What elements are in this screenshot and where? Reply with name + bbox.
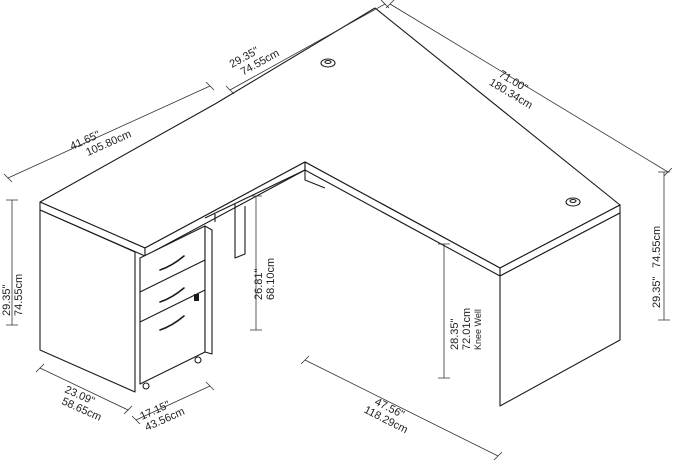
dim-line-end-depth [39, 367, 129, 411]
label-return-height-cm: 74.55cm [13, 274, 25, 316]
dimension-lines [3, 0, 673, 461]
l-desk-drawing [39, 7, 621, 407]
dim-line-pedestal-width [135, 385, 211, 421]
label-desk-height-cm: 74.55cm [651, 226, 663, 268]
drawer-pull-1 [159, 255, 185, 271]
lock-icon [194, 294, 199, 301]
label-pedestal-height-in: 26.81" [253, 268, 265, 300]
label-pedestal-height-cm: 68.10cm [265, 258, 277, 300]
return-end-panel [39, 209, 136, 393]
drawer-pull-3 [159, 315, 185, 331]
grommet-icon [569, 198, 577, 204]
drawer-divider-1 [139, 259, 206, 293]
dim-line-desk-width [389, 3, 669, 173]
modesty-panel-support [214, 170, 326, 222]
mobile-pedestal [139, 225, 213, 390]
label-knee-well-cm: 72.01cm [461, 308, 473, 350]
label-knee-well-in: 28.35" [449, 318, 461, 350]
grommet-icon [324, 59, 332, 65]
desk-end-panel [499, 212, 621, 407]
label-desk-height-in: 29.35" [651, 276, 663, 308]
drawer-pull-2 [159, 287, 185, 303]
modesty-panel [204, 169, 306, 259]
pedestal-side [204, 225, 213, 355]
caster-1 [142, 382, 150, 390]
dim-line-desk-depth [304, 359, 499, 457]
dim-line-return-length [7, 85, 211, 179]
label-return-height-in: 29.35" [1, 284, 13, 316]
dim-line-return-depth [229, 3, 386, 91]
label-knee-well-note: Knee Well [473, 309, 483, 350]
caster-2 [194, 356, 202, 364]
